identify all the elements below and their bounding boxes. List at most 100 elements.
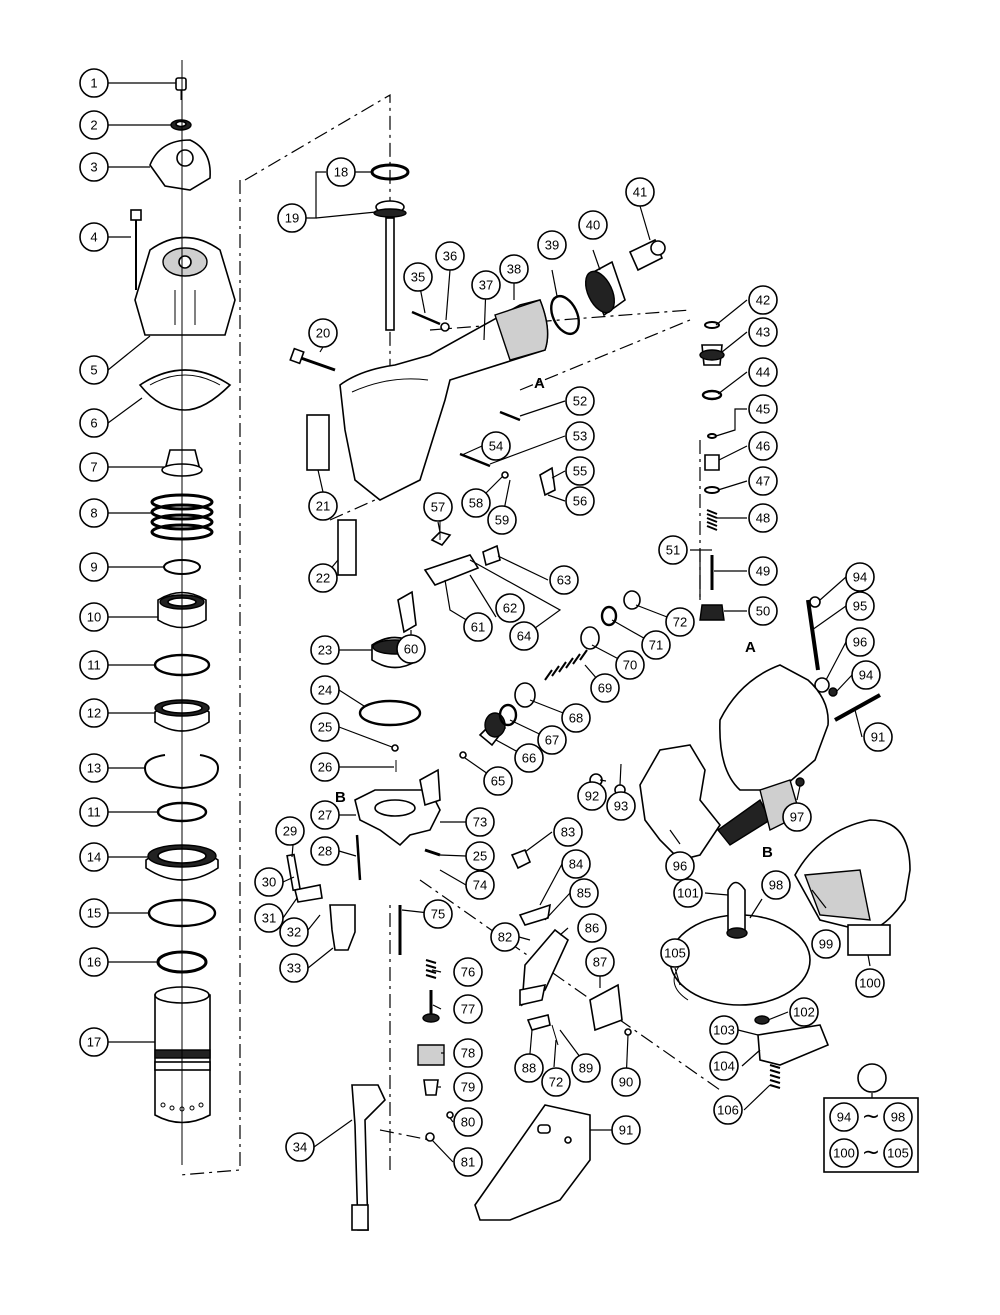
callout-59: 60 [396, 634, 426, 664]
callout-31: 31 [254, 903, 284, 933]
svg-text:76: 76 [461, 965, 475, 980]
callout-44: 44 [748, 357, 778, 387]
callout-36: 36 [435, 241, 465, 271]
callout-68: 69 [590, 673, 620, 703]
callout-7: 7 [79, 452, 109, 482]
callout-13: 13 [79, 753, 109, 783]
svg-text:55: 55 [573, 464, 587, 479]
callout-72-upper: 73 [465, 807, 495, 837]
callout-78: 79 [453, 1072, 483, 1102]
svg-text:65: 65 [491, 774, 505, 789]
callout-100: 101 [673, 878, 703, 908]
svg-text:74: 74 [473, 878, 487, 893]
callout-61: 62 [495, 593, 525, 623]
svg-text:27: 27 [318, 808, 332, 823]
callout-81: 82 [490, 922, 520, 952]
callout-50: 50 [748, 596, 778, 626]
svg-text:84: 84 [569, 857, 583, 872]
svg-text:8: 8 [90, 506, 97, 521]
callout-17: 17 [79, 1027, 109, 1057]
svg-text:54: 54 [489, 439, 503, 454]
svg-text:16: 16 [87, 955, 101, 970]
svg-text:47: 47 [756, 474, 770, 489]
marker-b-nose: B [335, 789, 346, 806]
callout-16: 16 [79, 947, 109, 977]
svg-text:85: 85 [577, 886, 591, 901]
svg-text:68: 68 [569, 711, 583, 726]
callout-38: 38 [499, 254, 529, 284]
svg-text:101: 101 [677, 886, 699, 901]
callout-98: 99 [811, 929, 841, 959]
callout-106 [857, 1063, 887, 1093]
callout-28: 28 [310, 836, 340, 866]
svg-text:67: 67 [545, 733, 559, 748]
callout-41: 41 [625, 177, 655, 207]
callout-96-upper: 94 [851, 660, 881, 690]
callout-86: 87 [585, 947, 615, 977]
svg-text:10: 10 [87, 610, 101, 625]
svg-text:34: 34 [293, 1140, 307, 1155]
set-row1-from: 94 [829, 1102, 859, 1132]
svg-text:17: 17 [87, 1035, 101, 1050]
svg-text:91: 91 [619, 1123, 633, 1138]
callout-37: 37 [471, 270, 501, 300]
svg-text:22: 22 [316, 571, 330, 586]
svg-text:69: 69 [598, 681, 612, 696]
set-row1-tilde: ~ [862, 1105, 880, 1130]
svg-text:60: 60 [404, 642, 418, 657]
callout-5: 5 [79, 355, 109, 385]
callout-71: 72 [665, 607, 695, 637]
callout-8: 8 [79, 498, 109, 528]
callout-96-lower: 97 [782, 802, 812, 832]
callout-62: 63 [549, 565, 579, 595]
svg-text:91: 91 [871, 730, 885, 745]
svg-text:46: 46 [756, 439, 770, 454]
svg-text:100: 100 [859, 976, 881, 991]
svg-text:66: 66 [522, 751, 536, 766]
svg-text:93: 93 [614, 799, 628, 814]
svg-text:14: 14 [87, 850, 101, 865]
callout-19: 19 [277, 203, 307, 233]
callout-53-right: 53 [565, 421, 595, 451]
svg-text:19: 19 [285, 211, 299, 226]
valve-stack [699, 321, 725, 621]
callout-25-upper: 25 [310, 712, 340, 742]
svg-text:59: 59 [495, 513, 509, 528]
marker-a-body: A [534, 375, 545, 392]
svg-text:35: 35 [411, 270, 425, 285]
svg-text:99: 99 [819, 937, 833, 952]
svg-text:94: 94 [853, 570, 867, 585]
svg-text:28: 28 [318, 844, 332, 859]
svg-text:72: 72 [549, 1075, 563, 1090]
svg-text:43: 43 [756, 325, 770, 340]
callout-55: 56 [565, 486, 595, 516]
callout-39: 39 [537, 230, 567, 260]
callout-80: 81 [453, 1147, 483, 1177]
svg-text:31: 31 [262, 911, 276, 926]
svg-text:82: 82 [498, 930, 512, 945]
svg-text:95: 95 [853, 599, 867, 614]
callout-93: 96 [665, 851, 695, 881]
svg-text:41: 41 [633, 185, 647, 200]
svg-text:89: 89 [579, 1061, 593, 1076]
svg-text:105: 105 [887, 1146, 909, 1161]
svg-text:73: 73 [473, 815, 487, 830]
svg-text:90: 90 [619, 1075, 633, 1090]
left-cylinder-stack [130, 60, 236, 1165]
set-box-106: 94 ~ 98 100 ~ 105 [823, 1097, 919, 1173]
callout-67: 68 [561, 703, 591, 733]
trigger-valve-parts [397, 410, 641, 759]
svg-text:64: 64 [517, 629, 531, 644]
svg-text:94: 94 [859, 668, 873, 683]
magazine-parts [589, 596, 911, 1089]
callout-12: 12 [79, 698, 109, 728]
svg-text:78: 78 [461, 1046, 475, 1061]
callout-30: 30 [254, 867, 284, 897]
callout-4: 4 [79, 222, 109, 252]
callout-11-lower: 11 [79, 797, 109, 827]
svg-text:25: 25 [318, 720, 332, 735]
callout-77: 78 [453, 1038, 483, 1068]
callout-18: 18 [326, 157, 356, 187]
callout-99: 100 [855, 968, 885, 998]
